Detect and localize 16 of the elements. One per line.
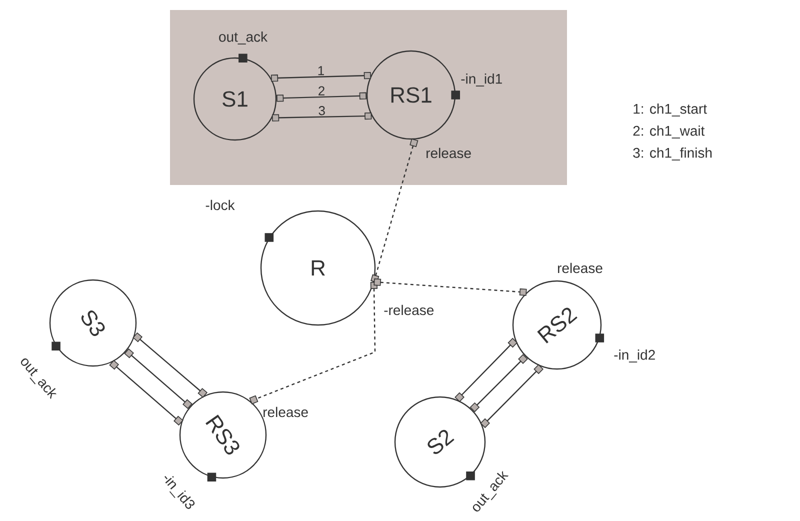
port-name: -lock	[206, 200, 235, 210]
shaded-band	[170, 10, 567, 185]
channel-line	[272, 112, 372, 122]
edge-label: 3	[318, 105, 326, 116]
key-text: 2: ch1_wait	[633, 126, 705, 138]
key-text: 3: ch1_finish	[633, 148, 712, 160]
port-name: -release	[384, 304, 434, 316]
port-name: -in_id2	[614, 350, 655, 362]
dashed-connector	[374, 278, 527, 296]
port-name: release	[426, 148, 471, 158]
dashed-connector	[249, 282, 378, 404]
port-name: out_ack	[219, 32, 268, 44]
channel-line	[470, 354, 528, 412]
port-name: release	[558, 262, 602, 274]
port-name: -in_id1	[461, 74, 502, 86]
key-text: 1: ch1_start	[634, 104, 707, 116]
